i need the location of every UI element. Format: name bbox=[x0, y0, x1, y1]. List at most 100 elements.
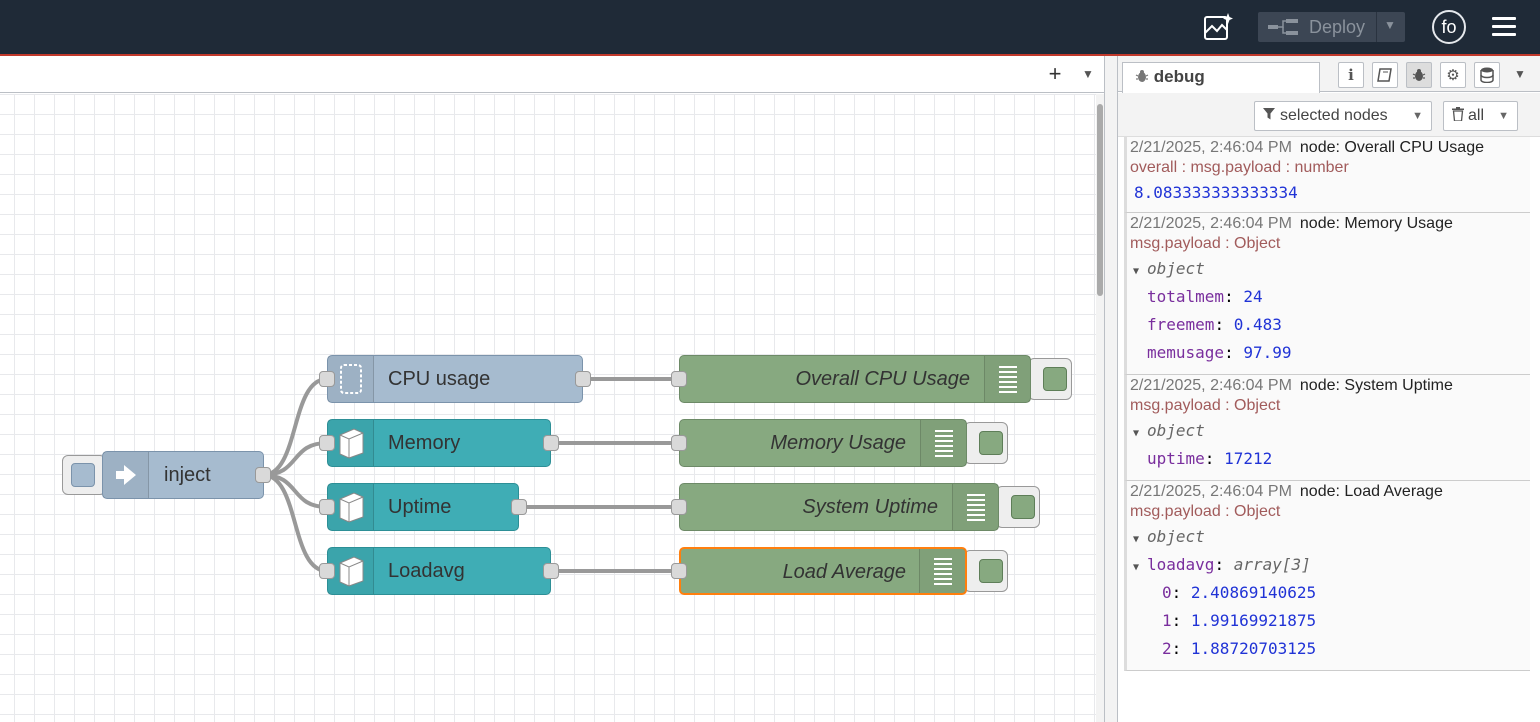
debug-sidebar: debug i ⚙ ▼ selected nodes ▼ all ▼ bbox=[1118, 56, 1540, 722]
inject-node[interactable]: inject bbox=[102, 451, 264, 499]
input-port[interactable] bbox=[319, 435, 335, 451]
deploy-icon bbox=[1268, 19, 1298, 40]
deploy-button[interactable]: Deploy ▼ bbox=[1258, 12, 1405, 42]
canvas-scrollbar-thumb[interactable] bbox=[1097, 104, 1103, 296]
sidebar-menu-icon[interactable]: ▼ bbox=[1514, 67, 1526, 81]
tab-debug-label: debug bbox=[1153, 67, 1205, 86]
chevron-down-icon: ▼ bbox=[1412, 110, 1423, 122]
tree-field[interactable]: freemem: 0.483 bbox=[1147, 315, 1282, 334]
arrow-right-icon bbox=[103, 452, 149, 498]
book-icon[interactable] bbox=[1372, 62, 1398, 88]
debug-node-overall-cpu[interactable]: Overall CPU Usage bbox=[679, 355, 1031, 403]
cpu-usage-node[interactable]: CPU usage bbox=[327, 355, 583, 403]
message-value[interactable]: 8.083333333333334 bbox=[1134, 183, 1298, 202]
deploy-menu-icon[interactable]: ▼ bbox=[1384, 18, 1396, 32]
tree-toggle[interactable]: ▼loadavg: array[3] bbox=[1127, 551, 1530, 579]
input-port[interactable] bbox=[319, 563, 335, 579]
list-icon bbox=[952, 484, 998, 530]
tree-toggle[interactable]: ▼object bbox=[1127, 523, 1530, 551]
output-port[interactable] bbox=[255, 467, 271, 483]
message-node-link[interactable]: node: Overall CPU Usage bbox=[1299, 139, 1484, 156]
field-key: totalmem bbox=[1147, 287, 1225, 306]
clear-messages-button[interactable]: all ▼ bbox=[1443, 101, 1518, 131]
flow-list-menu-icon[interactable]: ▼ bbox=[1082, 67, 1094, 81]
server-icon bbox=[328, 420, 374, 466]
uptime-node-label: Uptime bbox=[388, 496, 452, 518]
loadavg-node[interactable]: Loadavg bbox=[327, 547, 551, 595]
tree-toggle[interactable]: ▼object bbox=[1127, 417, 1530, 445]
tree-field[interactable]: memusage: 97.99 bbox=[1147, 343, 1292, 362]
memory-node[interactable]: Memory bbox=[327, 419, 551, 467]
canvas-scrollbar[interactable] bbox=[1096, 94, 1104, 722]
tree-field[interactable]: 0: 2.40869140625 bbox=[1162, 583, 1317, 602]
sidebar-splitter[interactable] bbox=[1104, 56, 1118, 722]
tree-field[interactable]: uptime: 17212 bbox=[1147, 449, 1273, 468]
debug-node-label: Load Average bbox=[782, 561, 906, 583]
debug-toggle-button[interactable] bbox=[964, 550, 1008, 592]
database-icon[interactable] bbox=[1474, 62, 1500, 88]
gear-icon[interactable]: ⚙ bbox=[1440, 62, 1466, 88]
list-icon bbox=[919, 549, 965, 593]
message-node-link[interactable]: node: Load Average bbox=[1299, 483, 1443, 500]
field-key: memusage bbox=[1147, 343, 1225, 362]
debug-node-load-average[interactable]: Load Average bbox=[679, 547, 967, 595]
bug-icon[interactable] bbox=[1406, 62, 1432, 88]
input-port[interactable] bbox=[671, 499, 687, 515]
hamburger-menu-icon[interactable] bbox=[1492, 17, 1516, 37]
input-port[interactable] bbox=[671, 371, 687, 387]
output-port[interactable] bbox=[543, 435, 559, 451]
message-topic: overall : msg.payload : number bbox=[1130, 159, 1349, 176]
message-node-link[interactable]: node: Memory Usage bbox=[1299, 215, 1453, 232]
tree-field[interactable]: totalmem: 24 bbox=[1147, 287, 1263, 306]
message-node-link[interactable]: node: System Uptime bbox=[1299, 377, 1453, 394]
inject-trigger-button[interactable] bbox=[62, 455, 106, 495]
filter-label: selected nodes bbox=[1280, 107, 1388, 124]
header-accent-line bbox=[0, 54, 1540, 56]
chevron-down-icon: ▼ bbox=[1498, 110, 1509, 122]
message-timestamp: 2/21/2025, 2:46:04 PM bbox=[1130, 377, 1292, 394]
array-type-label: array[3] bbox=[1233, 555, 1311, 574]
flow-canvas[interactable] bbox=[0, 94, 1096, 722]
field-value: 17212 bbox=[1224, 449, 1273, 468]
output-port[interactable] bbox=[575, 371, 591, 387]
debug-toolbar: selected nodes ▼ all ▼ bbox=[1118, 93, 1540, 137]
debug-toggle-button[interactable] bbox=[964, 422, 1008, 464]
add-flow-button[interactable]: + bbox=[1048, 61, 1062, 86]
input-port[interactable] bbox=[671, 563, 687, 579]
dashboard-sparkle-icon[interactable] bbox=[1198, 8, 1238, 46]
field-value: 0.483 bbox=[1233, 315, 1282, 334]
bug-icon bbox=[1135, 67, 1154, 86]
tree-field[interactable]: 1: 1.99169921875 bbox=[1162, 611, 1317, 630]
input-port[interactable] bbox=[319, 371, 335, 387]
tree-toggle[interactable]: ▼object bbox=[1127, 255, 1530, 283]
field-key: 1 bbox=[1162, 611, 1172, 630]
debug-toggle-button[interactable] bbox=[1028, 358, 1072, 400]
field-key: 2 bbox=[1162, 639, 1172, 658]
workspace-tabbar: + ▼ bbox=[0, 56, 1104, 93]
user-avatar[interactable]: fo bbox=[1432, 10, 1466, 44]
debug-node-label: System Uptime bbox=[802, 496, 938, 518]
cpu-chip-icon bbox=[328, 356, 374, 402]
debug-node-memory[interactable]: Memory Usage bbox=[679, 419, 967, 467]
debug-toggle-button[interactable] bbox=[996, 486, 1040, 528]
uptime-node[interactable]: Uptime bbox=[327, 483, 519, 531]
output-port[interactable] bbox=[543, 563, 559, 579]
input-port[interactable] bbox=[319, 499, 335, 515]
field-key: uptime bbox=[1147, 449, 1205, 468]
tab-debug[interactable]: debug bbox=[1122, 62, 1320, 93]
caret-down-icon: ▼ bbox=[1133, 266, 1140, 277]
filter-dropdown[interactable]: selected nodes ▼ bbox=[1254, 101, 1432, 131]
info-icon[interactable]: i bbox=[1338, 62, 1364, 88]
field-value: 97.99 bbox=[1243, 343, 1292, 362]
debug-node-uptime[interactable]: System Uptime bbox=[679, 483, 999, 531]
input-port[interactable] bbox=[671, 435, 687, 451]
output-port[interactable] bbox=[511, 499, 527, 515]
debug-message[interactable]: 2/21/2025, 2:46:04 PM node: System Uptime… bbox=[1124, 375, 1530, 481]
debug-node-label: Memory Usage bbox=[770, 432, 906, 454]
tree-field[interactable]: 2: 1.88720703125 bbox=[1162, 639, 1317, 658]
